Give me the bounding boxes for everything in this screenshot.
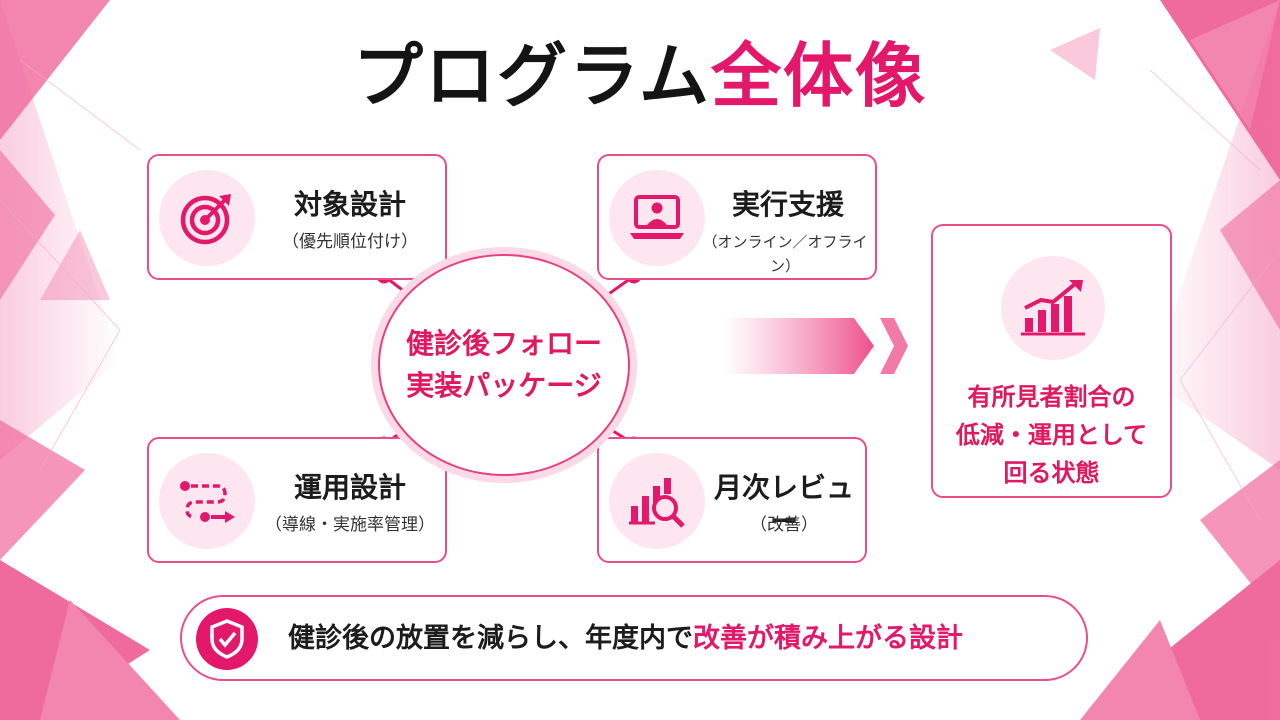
card-execution-support: 実行支援 （オンライン／オフライン） — [597, 154, 877, 280]
left-polygons — [0, 0, 180, 720]
chart-magnifier-icon — [609, 453, 705, 549]
laptop-user-icon — [609, 170, 705, 266]
shield-check-icon — [196, 608, 258, 670]
hub-line-2: 実装パッケージ — [406, 369, 602, 402]
result-card: 有所見者割合の 低減・運用として 回る状態 — [931, 224, 1172, 498]
flow-path-icon — [159, 453, 255, 549]
result-line: 有所見者割合の — [967, 383, 1136, 411]
card-subtitle: （導線・実施率管理） — [265, 515, 435, 535]
card-target-design: 対象設計 （優先順位付け） — [147, 154, 447, 280]
page-title: プログラム全体像 — [0, 28, 1280, 124]
growth-chart-icon — [1001, 256, 1105, 360]
result-line: 低減・運用として — [955, 421, 1148, 449]
banner-text-highlight: 改善が積み上がる設計 — [693, 623, 963, 654]
result-text: 有所見者割合の 低減・運用として 回る状態 — [933, 378, 1170, 492]
right-polygons — [1050, 0, 1280, 720]
card-title: 実行支援 — [731, 188, 844, 221]
banner-text: 健診後の放置を減らし、年度内で改善が積み上がる設計 — [288, 619, 963, 659]
card-subtitle: （改善） — [750, 515, 818, 535]
title-main: プログラム — [353, 35, 711, 117]
title-highlight: 全体像 — [710, 35, 927, 117]
card-subtitle: （優先順位付け） — [282, 232, 418, 252]
card-title: 運用設計 — [293, 471, 406, 504]
network-lines — [0, 59, 1280, 521]
result-line: 回る状態 — [1003, 459, 1100, 487]
card-monthly-review: 月次レビュー （改善） — [597, 437, 867, 563]
card-subtitle: （オンライン／オフライン） — [702, 233, 868, 275]
hub-circle: 健診後フォロー 実装パッケージ — [378, 254, 630, 476]
banner-text-plain: 健診後の放置を減らし、年度内で — [288, 623, 693, 654]
summary-banner: 健診後の放置を減らし、年度内で改善が積み上がる設計 — [180, 595, 1088, 681]
right-arrow-icon — [724, 318, 908, 374]
target-icon — [159, 170, 255, 266]
card-operation-design: 運用設計 （導線・実施率管理） — [147, 437, 447, 563]
card-title: 月次レビュー — [713, 471, 854, 538]
hub-line-1: 健診後フォロー — [405, 327, 602, 360]
card-title: 対象設計 — [293, 188, 406, 221]
